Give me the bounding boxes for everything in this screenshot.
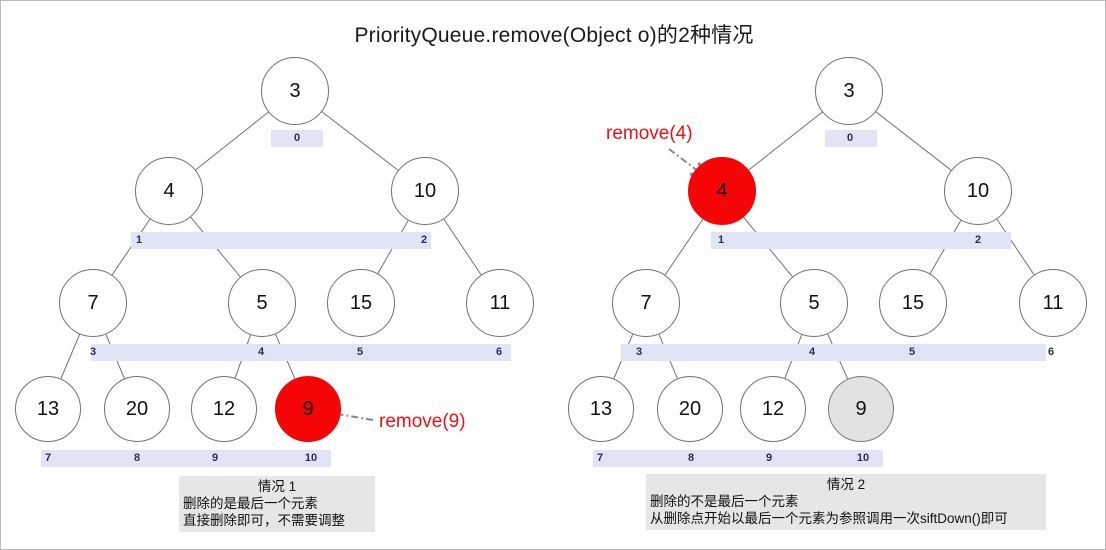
tree-edge	[875, 111, 952, 171]
index-label: 1	[717, 234, 725, 246]
annotation-label-left: remove(9)	[379, 411, 466, 432]
index-label: 6	[1047, 346, 1055, 358]
tree-edge	[60, 334, 81, 379]
index-label: 10	[304, 452, 318, 464]
tree-node-15-idx5[interactable]: 15	[879, 269, 947, 337]
index-label: 5	[356, 346, 364, 358]
index-label: 6	[495, 346, 503, 358]
page-title: PriorityQueue.remove(Object o)的2种情况	[354, 24, 754, 47]
index-label: 1	[135, 234, 143, 246]
index-label: 8	[687, 452, 695, 464]
index-label: 3	[635, 346, 643, 358]
index-band	[41, 450, 331, 467]
index-label: 7	[44, 452, 52, 464]
tree-node-3-idx0[interactable]: 3	[815, 57, 883, 125]
tree-node-4-idx1[interactable]: 4	[688, 157, 756, 225]
index-label: 9	[211, 452, 219, 464]
caption-line: 直接删除即可，不需要调整	[183, 513, 345, 528]
caption-box-right: 情况 2 删除的不是最后一个元素从删除点开始以最后一个元素为参照调用一次siftD…	[646, 474, 1046, 530]
index-label: 2	[974, 234, 982, 246]
tree-node-5-idx4[interactable]: 5	[780, 269, 848, 337]
index-band	[825, 130, 877, 147]
tree-node-4-idx1[interactable]: 4	[135, 157, 203, 225]
tree-node-5-idx4[interactable]: 5	[228, 269, 296, 337]
index-label: 2	[420, 234, 428, 246]
index-label: 3	[89, 346, 97, 358]
index-label: 4	[808, 346, 816, 358]
caption-box-left: 情况 1 删除的是最后一个元素直接删除即可，不需要调整	[179, 476, 375, 532]
annotation-label-right: remove(4)	[606, 123, 693, 144]
index-label: 7	[596, 452, 604, 464]
tree-edge	[321, 111, 399, 171]
index-label: 4	[257, 346, 265, 358]
index-band	[271, 130, 323, 147]
index-band	[91, 344, 511, 361]
index-label: 0	[293, 132, 301, 144]
index-label: 5	[908, 346, 916, 358]
caption-title: 情况 1	[257, 479, 297, 494]
tree-node-9-idx10[interactable]: 9	[275, 376, 341, 442]
tree-node-13-idx7[interactable]: 13	[15, 376, 81, 442]
tree-node-11-idx6[interactable]: 11	[1019, 269, 1087, 337]
caption-title: 情况 2	[826, 477, 866, 492]
tree-node-10-idx2[interactable]: 10	[391, 157, 459, 225]
caption-line: 删除的是最后一个元素	[183, 496, 318, 511]
tree-node-12-idx9[interactable]: 12	[191, 376, 257, 442]
index-band	[711, 232, 1011, 249]
tree-edge	[195, 111, 269, 171]
index-label: 0	[846, 132, 854, 144]
tree-node-3-idx0[interactable]: 3	[261, 57, 329, 125]
index-label: 9	[765, 452, 773, 464]
tree-node-12-idx9[interactable]: 12	[740, 376, 806, 442]
tree-node-20-idx8[interactable]: 20	[657, 376, 723, 442]
tree-node-13-idx7[interactable]: 13	[568, 376, 634, 442]
tree-node-10-idx2[interactable]: 10	[944, 157, 1012, 225]
index-band	[621, 344, 1046, 361]
index-label: 8	[133, 452, 141, 464]
tree-node-7-idx3[interactable]: 7	[612, 269, 680, 337]
tree-edge	[664, 218, 704, 276]
tree-node-11-idx6[interactable]: 11	[466, 269, 534, 337]
tree-node-9-idx10[interactable]: 9	[828, 376, 894, 442]
tree-edge	[443, 218, 482, 276]
caption-line: 删除的不是最后一个元素	[650, 494, 799, 509]
tree-node-7-idx3[interactable]: 7	[59, 269, 127, 337]
index-band	[131, 232, 431, 249]
tree-node-15-idx5[interactable]: 15	[327, 269, 395, 337]
index-label: 10	[856, 452, 870, 464]
tree-node-20-idx8[interactable]: 20	[104, 376, 170, 442]
caption-line: 从删除点开始以最后一个元素为参照调用一次siftDown()即可	[650, 511, 1008, 526]
index-band	[593, 450, 883, 467]
tree-edge	[748, 111, 823, 171]
